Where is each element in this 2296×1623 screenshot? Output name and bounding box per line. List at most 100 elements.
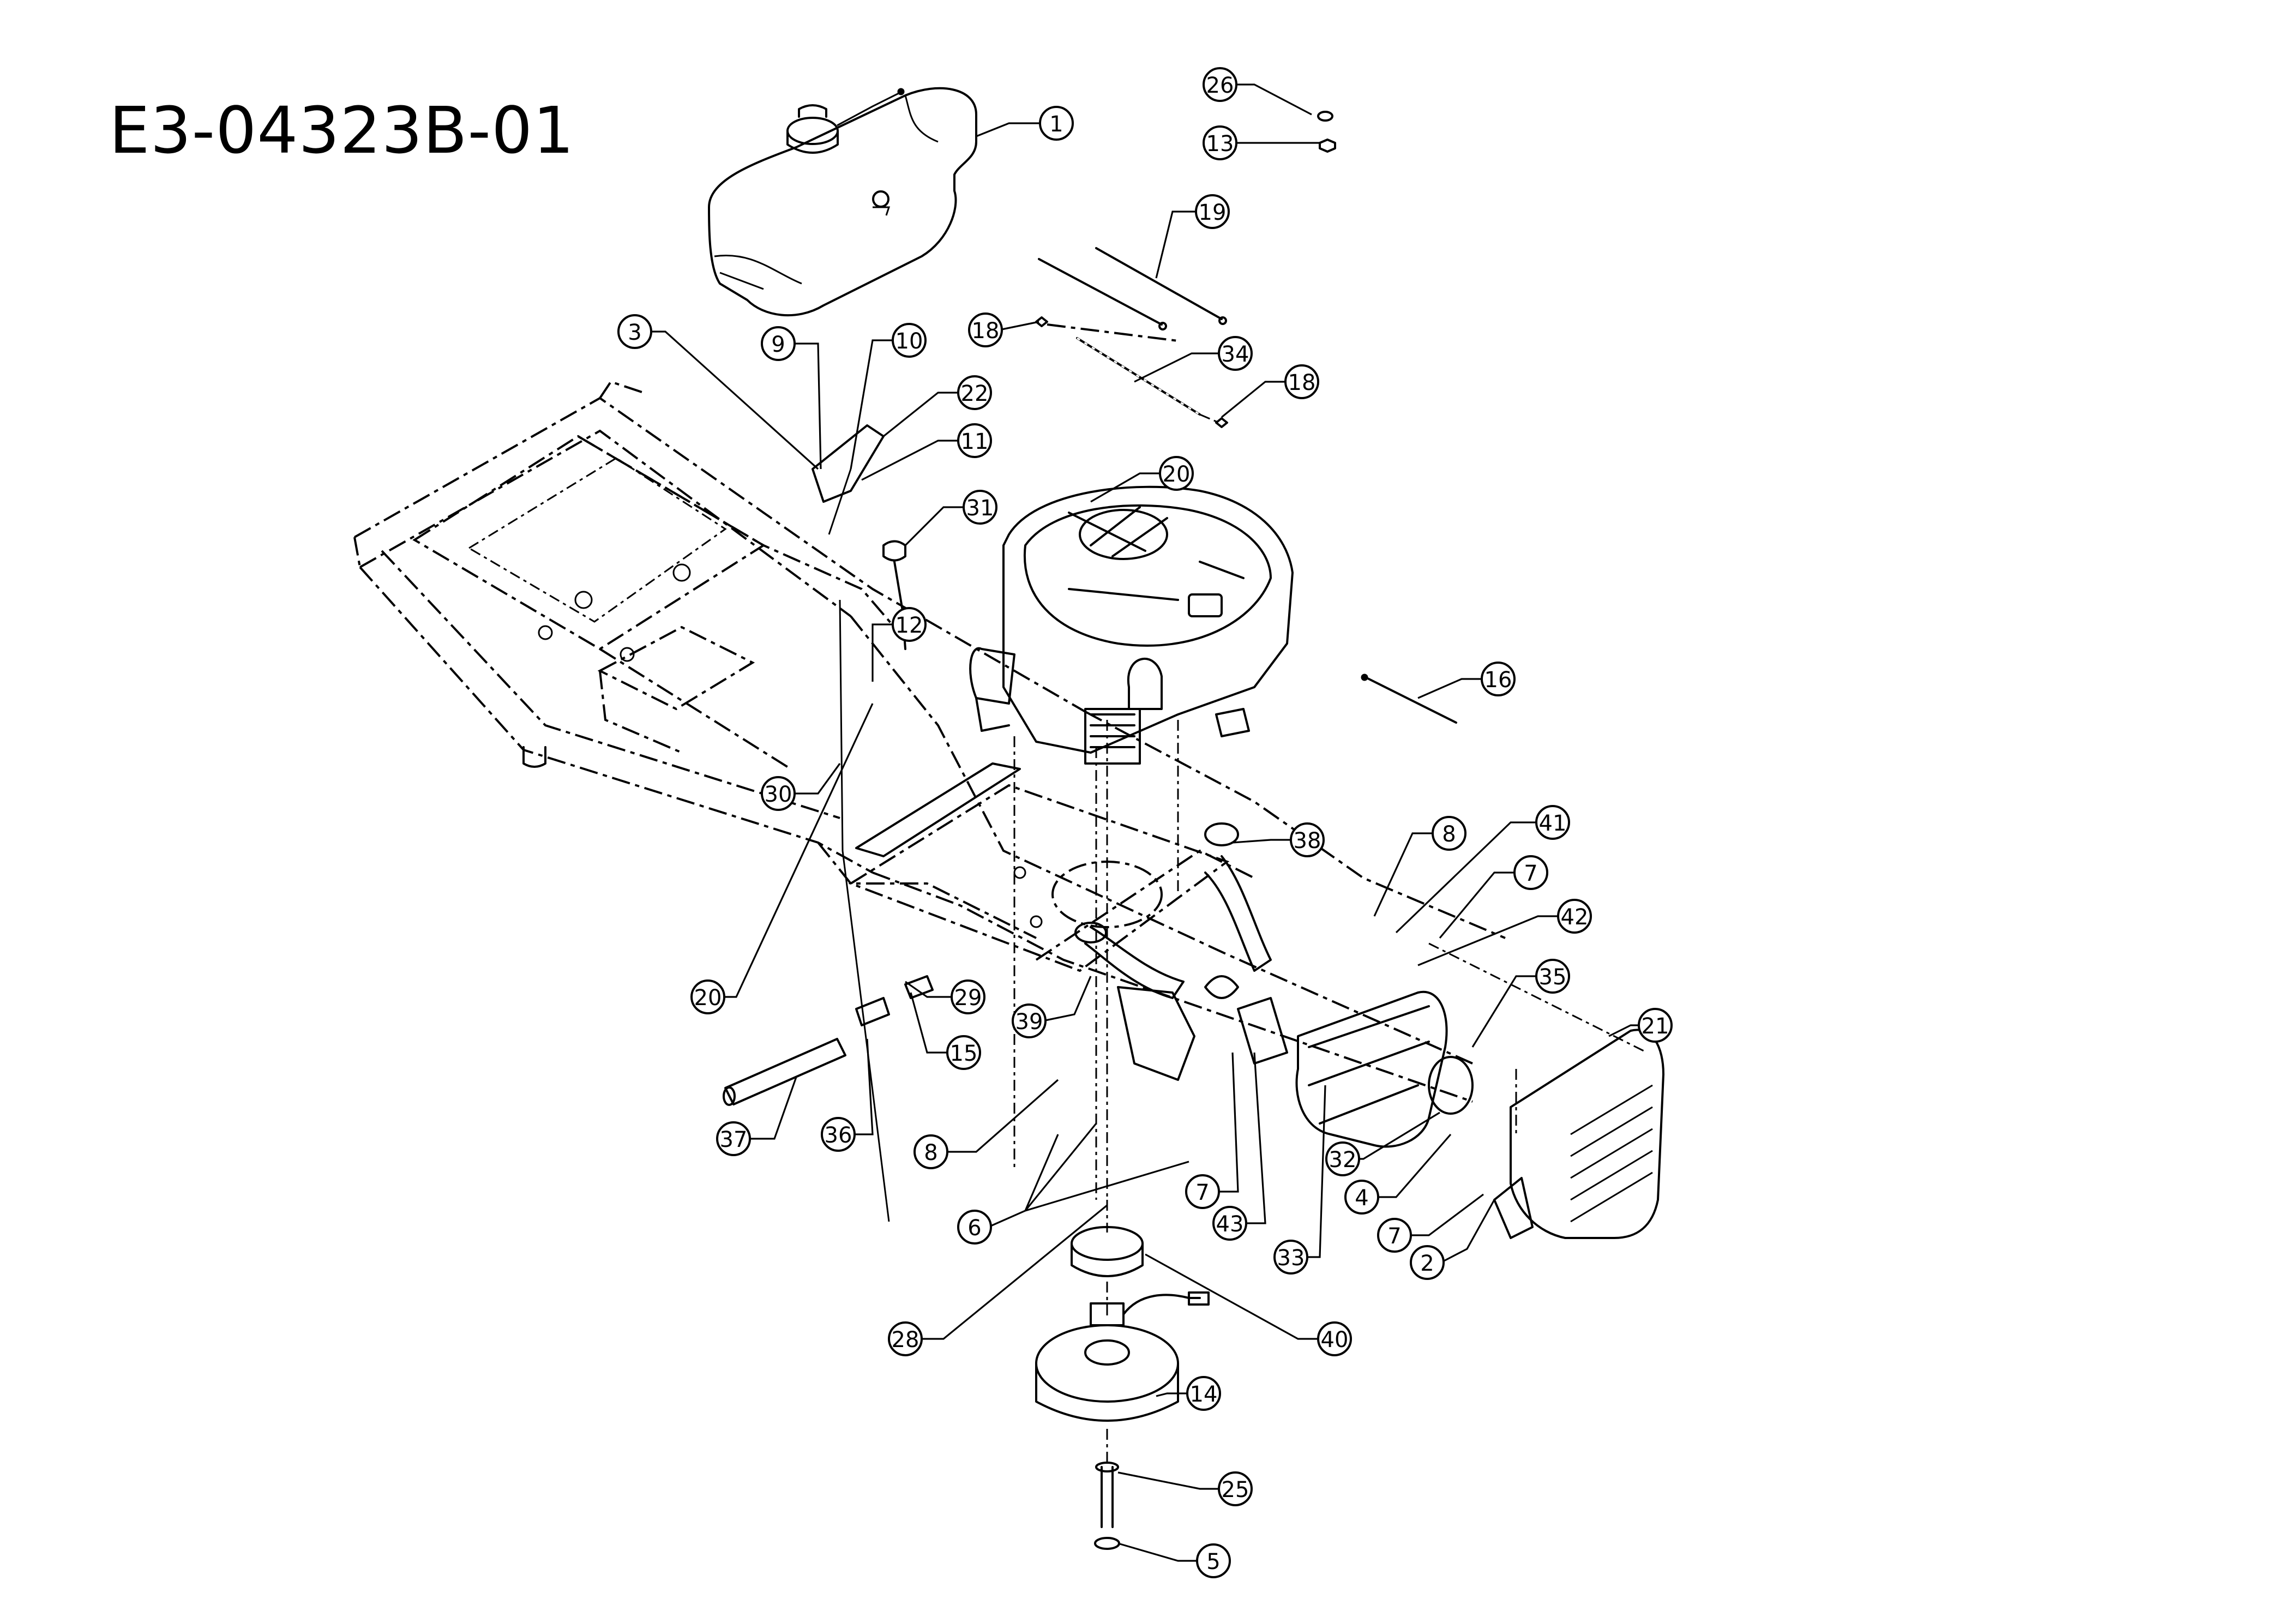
callout-choke-cable: 20 [690,979,725,1014]
callout-circle [1432,816,1466,851]
callout-label: 26 [1206,73,1234,98]
hardware-26-13-drawing [1317,111,1336,153]
callout-label: 22 [961,381,989,406]
fuel-line-drawing [1035,316,1228,428]
callout-circle [617,314,652,349]
callout-label: 42 [1561,905,1589,930]
callout-circle [716,1121,751,1156]
throttle-control-drawing [812,424,885,535]
callout-label: 4 [1355,1186,1368,1211]
callout-label: 19 [1199,200,1227,225]
callout-circle [1513,855,1548,890]
callout-circle [963,490,997,525]
callout-drain-hose: 37 [716,1121,751,1156]
callout-label: 16 [1484,668,1512,693]
callout-heat-shield-bracket: 41 [1535,805,1570,840]
callout-fitting-29: 29 [951,979,985,1014]
callout-bracket-3: 3 [617,314,652,349]
callout-screw-11: 11 [957,423,992,458]
callout-circle [1284,364,1319,399]
callout-circle [957,423,992,458]
callout-circle [913,1134,948,1169]
callout-circle [888,1321,923,1356]
muffler-guard-drawing [1493,1029,1664,1239]
callout-screw-10: 10 [892,323,927,358]
diagram-title: E3-04323B-01 [109,93,575,168]
callout-circle [1186,1376,1221,1411]
callout-label: 38 [1294,828,1321,853]
callout-circle [690,979,725,1014]
callout-washer-5: 5 [1196,1543,1231,1578]
callout-label: 5 [1206,1549,1220,1574]
callout-circle [1557,899,1592,934]
callout-circle [892,607,927,642]
callout-cable-9: 9 [761,326,796,361]
callout-circle [1377,1218,1412,1253]
callout-drain-fitting: 36 [821,1117,856,1152]
muffler-drawing [1237,990,1474,1148]
callout-circle [1535,805,1570,840]
callout-electric-clutch: 14 [1186,1376,1221,1411]
engine-drawing [969,485,1294,765]
callout-circle [951,979,985,1014]
callout-circle [821,1117,856,1152]
callout-bolt-8-upper: 8 [1432,816,1466,851]
callout-circle [892,323,927,358]
callout-circle [1039,106,1074,141]
callout-label: 6 [967,1216,981,1241]
callout-hose-clamp: 15 [946,1035,981,1070]
exhaust-pipes-drawing [1074,822,1272,999]
clutch-assembly-drawing [1035,1200,1210,1550]
callout-label: 1 [1049,112,1063,137]
callout-label: 32 [1329,1147,1357,1173]
callout-muffler-guard: 21 [1638,1008,1673,1043]
callout-circle [1218,336,1253,371]
straps-drawing [1038,247,1227,330]
callout-circle [1195,194,1230,229]
callout-circle [1203,67,1237,102]
callout-pulley: 40 [1317,1321,1352,1356]
callout-circle [1218,1471,1253,1506]
callout-clip-upper: 18 [968,312,1003,347]
callout-label: 7 [1387,1224,1401,1249]
callout-strap: 19 [1195,194,1230,229]
callout-circle [1203,125,1237,160]
callout-circle [761,776,796,811]
callout-label: 15 [950,1041,978,1066]
callout-label: 37 [720,1127,748,1152]
callout-throttle-control: 22 [957,375,992,410]
callout-label: 40 [1321,1327,1349,1352]
callout-washer-4: 4 [1344,1180,1379,1215]
leader-lines [648,83,1655,1562]
callout-bolt-8-lower: 8 [913,1134,948,1169]
callout-label: 3 [628,320,641,345]
callout-screw-7-upper: 7 [1513,855,1548,890]
callout-circle [1535,959,1570,994]
callout-engine: 20 [1159,456,1194,491]
callout-label: 36 [825,1123,852,1148]
cable-tie-drawing [1361,674,1457,724]
callout-fuel-tank: 1 [1039,106,1074,141]
callout-label: 13 [1206,131,1234,157]
callout-clutch-wire: 28 [888,1321,923,1356]
callout-label: 35 [1539,965,1567,990]
callout-label: 43 [1216,1212,1244,1237]
callout-exhaust-pipe: 39 [1012,1003,1047,1038]
callout-hardware-26: 26 [1203,67,1237,102]
callout-label: 7 [1524,861,1537,886]
callout-muffler: 33 [1273,1240,1308,1275]
callout-label: 18 [972,318,1000,344]
callout-label: 21 [1642,1014,1669,1039]
callout-label: 20 [1163,462,1191,487]
callout-nut: 13 [1203,125,1237,160]
callout-circle [1290,822,1325,857]
callout-circle [946,1035,981,1070]
callout-exhaust-gasket: 38 [1290,822,1325,857]
callout-label: 8 [924,1140,937,1165]
callout-label: 34 [1222,342,1249,367]
callout-circle [1273,1240,1308,1275]
fuel-tank-drawing [708,87,977,317]
callout-circle [1012,1003,1047,1038]
